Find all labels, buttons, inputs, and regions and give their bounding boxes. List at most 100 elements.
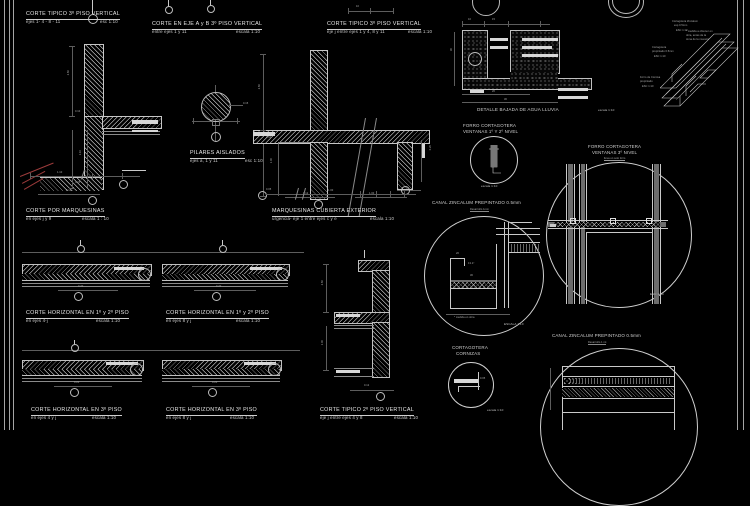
forro2-panel-left [586, 232, 587, 304]
metal-flashing [132, 120, 158, 124]
bajada-concrete-right [510, 30, 560, 74]
detail-corte-horiz-3-b: 0.20 [158, 348, 308, 398]
canal-detail-2-content [542, 350, 694, 430]
head-dim-line [348, 11, 394, 12]
canal1-angle: 13.1º [468, 262, 475, 265]
bajada-bar-3 [522, 38, 558, 41]
bottom-dim-line-a [285, 197, 335, 198]
bajada-dim-v [454, 32, 455, 86]
bajada-dim-bot-text: 20 [492, 90, 495, 93]
axis-bubble-2 [165, 6, 173, 14]
detail-title-14: FORRO CORTAGOTERA [588, 144, 642, 149]
iso-note-3c: ESC 1:10 [642, 85, 654, 88]
detail-scale-11: escala 1:10 [394, 415, 419, 420]
canal1-corrugation [508, 244, 540, 252]
metal-flashing-2 [132, 129, 158, 133]
bottom-axis-bubble-b [401, 186, 410, 195]
detail-title-12: DETALLE BAJADA DE AGUA LLUVIA [477, 107, 559, 112]
pilar-circular-section [201, 92, 231, 122]
canal1-wall-line-2 [508, 222, 509, 308]
detail-scale-13: escala 1:10 [481, 184, 498, 188]
detail-scale-3: escala 1:10 [408, 29, 433, 34]
pilar-axis-bubble [211, 132, 221, 142]
dimension-line-vertical [72, 46, 73, 116]
head-dim-text: 10 [356, 5, 359, 8]
slab-finish-line [102, 131, 160, 132]
detail-axes-7: en ejes 4-j [26, 318, 48, 323]
forro2-member-3 [654, 164, 659, 304]
ct2-dim-tick-3 [323, 370, 329, 371]
detail-scale-14: ESC 1:10 [650, 292, 664, 296]
dimension-text-b: 1.10 [79, 150, 82, 156]
ch-a-dim-text: 0.20 [78, 285, 84, 288]
marq-tick-1 [30, 173, 31, 179]
dim-v-2-text: 1.00 [270, 158, 273, 164]
iso-note-1c: ESC 1:10 [676, 29, 688, 32]
detail-marquesinas-graphics: 1.00 [250, 185, 425, 205]
canal2-top-line [562, 366, 674, 367]
ch-a-dim-bottom [58, 290, 118, 291]
bottom-dimension-text: 0.12 [66, 189, 72, 192]
bajada-bar-1 [490, 38, 508, 41]
ch3a-dim-top [22, 350, 162, 351]
cortagotera-line-v2 [458, 386, 459, 392]
canal1-hatch [451, 282, 496, 288]
axis-bubble-3 [207, 5, 215, 13]
ct2-line-3 [334, 368, 374, 369]
bottom-dim-line-b [355, 197, 407, 198]
detail-title-10: CORTE HORIZONTAL EN 3º PISO [166, 407, 257, 416]
detail-corte-horiz-3-a: 0.20 [18, 348, 168, 398]
detail-title-9: CORTE HORIZONTAL EN 3º PISO [31, 407, 122, 416]
iso-note-3: Forro de Cornisa [640, 76, 661, 79]
ch-a-wall-band-2 [22, 274, 150, 281]
sheet-border-right-2 [743, 0, 744, 430]
detail-axes-5: en ejes j y 9 [26, 216, 52, 221]
canal2-line-3 [562, 386, 674, 387]
detail-corte-horiz-12-b: 0.20 [158, 250, 308, 301]
canal1-eave-3 [508, 242, 540, 243]
marq-dim-line [30, 176, 140, 177]
ch3a-flashing [106, 362, 138, 365]
ch-b-dim-top [162, 252, 304, 253]
forro2-panel-top [586, 232, 652, 233]
bajada-bar-8 [470, 90, 484, 93]
dim-note-2: 0.05 [266, 188, 272, 191]
ch-a-line-2 [22, 286, 150, 287]
marq2-tick-1 [360, 191, 361, 197]
ch-b-bubble [212, 292, 221, 301]
canal1-wall-line [504, 222, 505, 308]
canal1-eave-5 [510, 222, 532, 223]
ch-b-line-1 [162, 283, 288, 284]
forro2-line-1 [566, 164, 567, 304]
detail-3-head-dims: 10 [330, 2, 410, 20]
bajada-dim-bot2-text: 30 [504, 98, 507, 101]
marq2-tick-4 [404, 191, 405, 197]
ct2-dim-h [350, 390, 394, 391]
detail-scale-7: escala 1:10 [96, 318, 121, 323]
detail-title-5: CORTE POR MARQUESINAS [26, 208, 105, 217]
canal-circle-1 [424, 216, 544, 336]
bajada-dim-text: 10 [468, 18, 471, 21]
ch-a-top-stem [80, 240, 81, 246]
detail-subtitle-15: Desarrollo 1mm [470, 208, 490, 213]
detail-bajada-agua-lluvia: 10 15 30 20 30 [450, 16, 627, 104]
ct2-line-4 [334, 376, 374, 377]
canal2-right-line [674, 366, 675, 430]
detail-title-16: CANAL ZINCALUM PREPINTADO 0.5mm [552, 333, 641, 338]
ch3b-line-1 [162, 378, 280, 379]
detail-corte-marquesinas-graphics: 1.10 [22, 169, 162, 202]
dimension-line-vertical-3 [87, 130, 88, 188]
detail-note-14: lleva un solo forro [604, 157, 626, 162]
iso-note-2c: ESC 1:10 [654, 55, 666, 58]
bajada-dim-top [462, 24, 550, 25]
ct2-dim-text-2: 1.00 [321, 340, 324, 346]
dim-v-right-text: 0.20 [429, 145, 432, 151]
bottom-dim-text-a: 0.12 [303, 192, 308, 195]
dimension-tick-2 [69, 116, 75, 117]
canal2-line-5 [562, 412, 674, 413]
detail-scale-12: escala 1:10 [598, 108, 615, 112]
dimension-tick [69, 46, 75, 47]
iso-note-2: Cortagotera [652, 46, 667, 49]
dim-v-2 [263, 144, 264, 196]
ct2-dim-tick [323, 264, 329, 265]
